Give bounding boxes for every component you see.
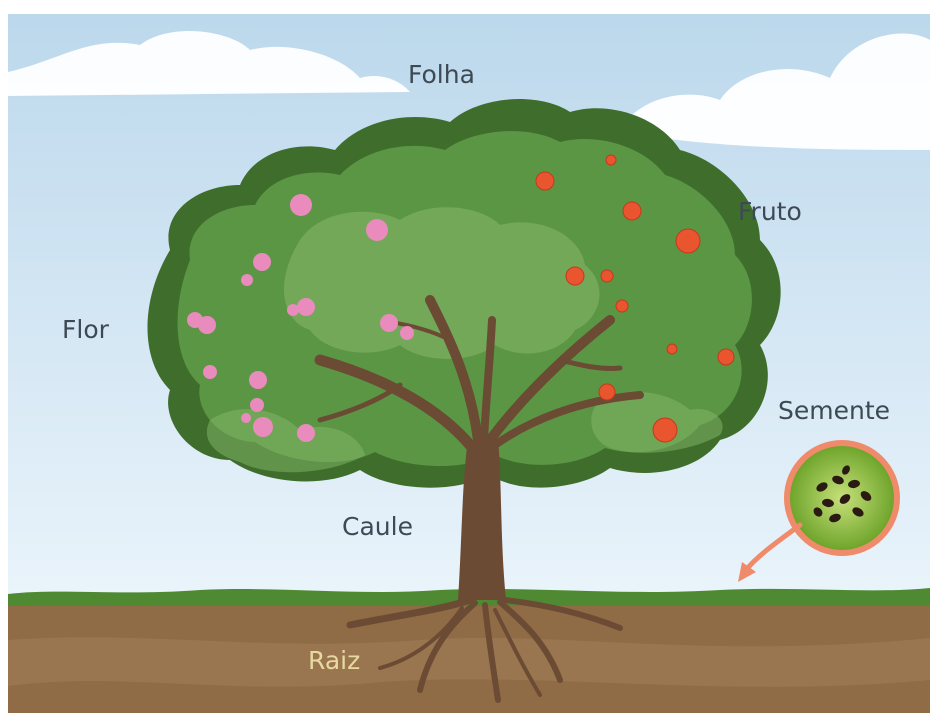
label-semente: Semente xyxy=(778,396,890,425)
label-flor: Flor xyxy=(62,315,109,344)
label-caule: Caule xyxy=(342,512,413,541)
label-fruto: Fruto xyxy=(738,197,802,226)
label-raiz: Raiz xyxy=(308,646,360,675)
label-folha: Folha xyxy=(408,60,475,89)
